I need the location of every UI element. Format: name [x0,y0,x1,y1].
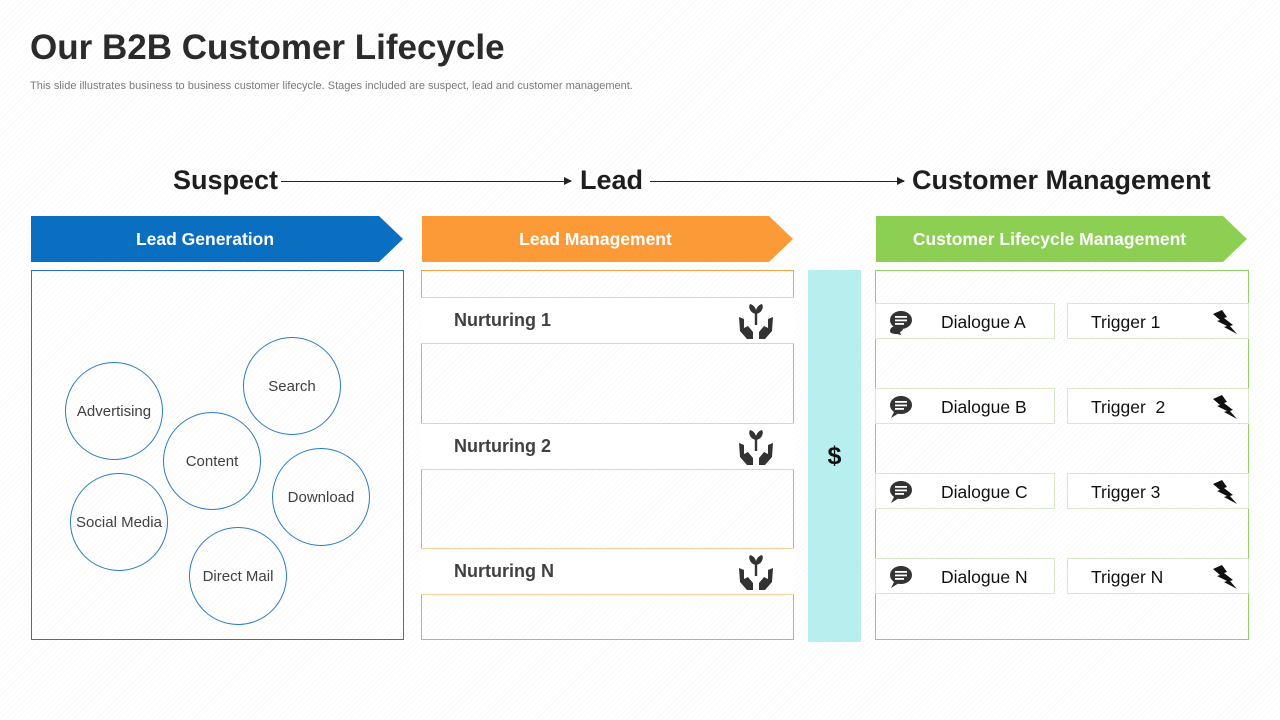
lightning-bolt-icon [1213,395,1237,419]
flow-arrow-lead-to-customer [650,177,905,185]
stage-customer-management: Customer Management [912,165,1211,195]
page-title: Our B2B Customer Lifecycle [30,28,505,67]
speech-bubble-icon [890,396,912,418]
channel-circle-direct-mail: Direct Mail [189,527,287,625]
trigger-label: Trigger N [1091,567,1164,587]
lead-generation-panel [31,270,404,640]
dialogue-box: Dialogue B [875,388,1055,424]
stage-lead: Lead [580,165,644,195]
trigger-box: Trigger 3 [1067,473,1249,509]
nurturing-label: Nurturing 1 [454,310,551,330]
trigger-box: Trigger N [1067,558,1249,594]
speech-bubble-icon [890,481,912,503]
nurturing-row: Nurturing 2 [421,423,794,470]
channel-circle-social-media: Social Media [70,473,168,571]
nurturing-hands-icon [739,304,773,339]
stage-suspect: Suspect [173,165,279,195]
lightning-bolt-icon [1213,310,1237,334]
channel-circle-content: Content [163,412,261,510]
banner-customer-lifecycle-management: Customer Lifecycle Management [876,216,1247,262]
speech-bubble-icon [890,311,912,335]
flow-arrow-suspect-to-lead [281,177,572,185]
trigger-box: Trigger 2 [1067,388,1249,424]
nurturing-hands-icon [739,555,773,590]
dialogue-label: Dialogue A [941,312,1026,332]
nurturing-label: Nurturing N [454,561,554,581]
nurturing-row: Nurturing N [421,548,794,595]
banner-lead-management: Lead Management [422,216,793,262]
dialogue-box: Dialogue C [875,473,1055,509]
channel-circle-search: Search [243,337,341,435]
dialogue-label: Dialogue B [941,397,1027,417]
nurturing-row: Nurturing 1 [421,297,794,344]
speech-bubble-icon [890,566,912,588]
channel-circle-advertising: Advertising [65,362,163,460]
trigger-label: Trigger 1 [1091,312,1161,332]
nurturing-label: Nurturing 2 [454,436,551,456]
revenue-bar: $ [808,270,861,642]
trigger-box: Trigger 1 [1067,303,1249,339]
dialogue-box: Dialogue N [875,558,1055,594]
dialogue-label: Dialogue N [941,567,1028,587]
lightning-bolt-icon [1213,565,1237,589]
lightning-bolt-icon [1213,480,1237,504]
dialogue-box: Dialogue A [875,303,1055,339]
banner-lead-generation: Lead Generation [31,216,403,262]
page-subtitle: This slide illustrates business to busin… [30,80,633,92]
customer-lifecycle-panel [875,270,1249,640]
dialogue-label: Dialogue C [941,482,1028,502]
trigger-label: Trigger 2 [1091,397,1166,417]
dollar-sign: $ [827,441,842,470]
trigger-label: Trigger 3 [1091,482,1161,502]
channel-circle-download: Download [272,448,370,546]
nurturing-hands-icon [739,430,773,465]
